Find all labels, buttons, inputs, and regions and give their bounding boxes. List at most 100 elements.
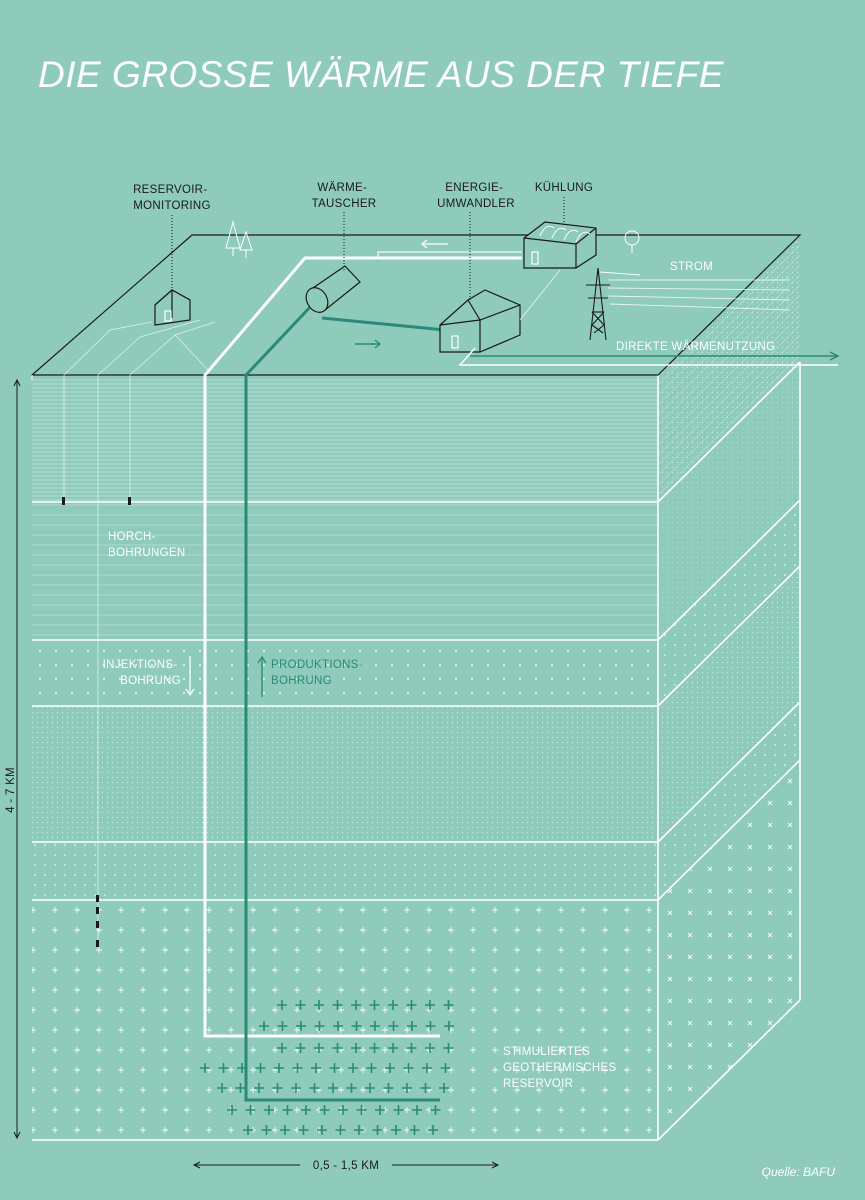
- reservoir-plus: [338, 1105, 348, 1115]
- reservoir-plus: [369, 1043, 380, 1053]
- reservoir-plus: [425, 1000, 435, 1010]
- reservoir-plus: [385, 1063, 395, 1073]
- front-face: [32, 375, 659, 1141]
- reservoir-plus: [422, 1063, 432, 1073]
- reservoir-plus: [354, 1125, 364, 1135]
- reservoir-plus: [272, 1083, 283, 1093]
- reservoir-plus: [393, 1105, 404, 1115]
- reservoir-plus: [200, 1063, 210, 1073]
- reservoir-plus: [218, 1063, 229, 1073]
- reservoir-plus-field: [200, 1000, 454, 1135]
- reservoir-plus: [383, 1083, 394, 1093]
- reservoir-plus: [298, 1125, 309, 1135]
- reservoir-plus: [291, 1083, 301, 1093]
- reservoir-plus: [443, 1043, 454, 1053]
- reservoir-plus: [309, 1083, 320, 1093]
- reservoir-plus: [235, 1083, 246, 1093]
- monitoring-lines: [63, 319, 216, 376]
- layer-1-lines: [32, 379, 658, 501]
- reservoir-plus: [329, 1063, 340, 1073]
- reservoir-plus: [217, 1083, 227, 1093]
- depth-label: 4 - 7 KM: [5, 767, 17, 813]
- reservoir-plus: [319, 1105, 330, 1115]
- label-direkte-waermenutzung: DIREKTE WÄRMENUTZUNG: [616, 341, 775, 353]
- reservoir-plus: [295, 1043, 306, 1053]
- reservoir-plus: [428, 1125, 438, 1135]
- reservoir-plus: [439, 1083, 449, 1093]
- reservoir-plus: [409, 1125, 420, 1135]
- reservoir-plus: [255, 1063, 266, 1073]
- depth-measure: [13, 378, 21, 1140]
- reservoir-plus: [430, 1105, 441, 1115]
- reservoir-plus: [351, 1000, 361, 1010]
- reservoir-plus: [314, 1021, 325, 1031]
- reservoir-plus: [274, 1063, 284, 1073]
- width-measure: [192, 1161, 500, 1169]
- reservoir-plus: [335, 1125, 346, 1135]
- reservoir-plus: [402, 1083, 412, 1093]
- label-horchbohrungen: HORCH- BOHRUNGEN: [108, 531, 185, 559]
- reservoir-plus: [425, 1043, 435, 1053]
- reservoir-plus: [407, 1021, 417, 1031]
- reservoir-plus: [375, 1105, 385, 1115]
- label-injektionsbohrung: INJEKTIONS- BOHRUNG: [103, 659, 181, 687]
- reservoir-plus: [328, 1083, 338, 1093]
- reservoir-plus: [277, 1000, 287, 1010]
- power-pylon-icon: [586, 267, 610, 341]
- reservoir-plus: [351, 1021, 362, 1031]
- reservoir-plus: [412, 1105, 422, 1115]
- reservoir-plus: [259, 1021, 269, 1031]
- label-kuehlung: KÜHLUNG: [535, 182, 593, 194]
- reservoir-plus: [403, 1063, 414, 1073]
- label-waermetauscher: WÄRME- TAUSCHER: [312, 182, 377, 210]
- reservoir-plus: [388, 1000, 398, 1010]
- reservoir-plus: [245, 1105, 256, 1115]
- reservoir-plus: [370, 1021, 380, 1031]
- reservoir-plus: [346, 1083, 357, 1093]
- reservoir-plus: [277, 1021, 288, 1031]
- reservoir-plus: [282, 1105, 293, 1115]
- surface-top: [30, 234, 802, 380]
- layer-2-lines: [32, 504, 658, 636]
- reservoir-plus: [444, 1021, 454, 1031]
- reservoir-plus: [425, 1021, 436, 1031]
- reservoir-plus: [391, 1125, 401, 1135]
- reservoir-plus: [264, 1105, 274, 1115]
- reservoir-plus: [443, 1000, 454, 1010]
- reservoir-plus: [369, 1000, 380, 1010]
- reservoir-plus: [356, 1105, 367, 1115]
- reservoir-plus: [388, 1021, 399, 1031]
- monitoring-boreholes: [63, 375, 131, 948]
- reservoir-plus: [317, 1125, 327, 1135]
- reservoir-plus: [261, 1125, 272, 1135]
- page-title: DIE GROSSE WÄRME AUS DER TIEFE: [38, 54, 725, 95]
- reservoir-plus: [440, 1063, 451, 1073]
- reservoir-plus: [365, 1083, 375, 1093]
- reservoir-plus: [295, 1000, 306, 1010]
- reservoir-plus: [243, 1125, 253, 1135]
- reservoir-plus: [351, 1043, 361, 1053]
- side-face: [657, 235, 801, 1141]
- reservoir-plus: [277, 1043, 287, 1053]
- reservoir-plus: [314, 1000, 324, 1010]
- reservoir-plus: [332, 1043, 343, 1053]
- layer-4-dots: [32, 706, 658, 842]
- reservoir-plus: [406, 1000, 417, 1010]
- reservoir-plus: [280, 1125, 290, 1135]
- tree-icon: [225, 220, 640, 258]
- reservoir-plus: [311, 1063, 321, 1073]
- reservoir-plus: [227, 1105, 237, 1115]
- source-label: Quelle: BAFU: [762, 1165, 836, 1179]
- reservoir-plus: [332, 1000, 343, 1010]
- reservoir-plus: [406, 1043, 417, 1053]
- reservoir-plus: [301, 1105, 311, 1115]
- layer-5-dots: [32, 842, 658, 900]
- reservoir-plus: [366, 1063, 377, 1073]
- energy-converter-icon: [439, 289, 521, 353]
- reservoir-plus: [254, 1083, 264, 1093]
- layer-3-dots: [32, 640, 658, 706]
- reservoir-plus: [333, 1021, 343, 1031]
- heat-exchanger-icon: [305, 265, 361, 313]
- label-reservoir: STIMULIERTES GEOTHERMISCHES RESERVOIR: [503, 1046, 620, 1090]
